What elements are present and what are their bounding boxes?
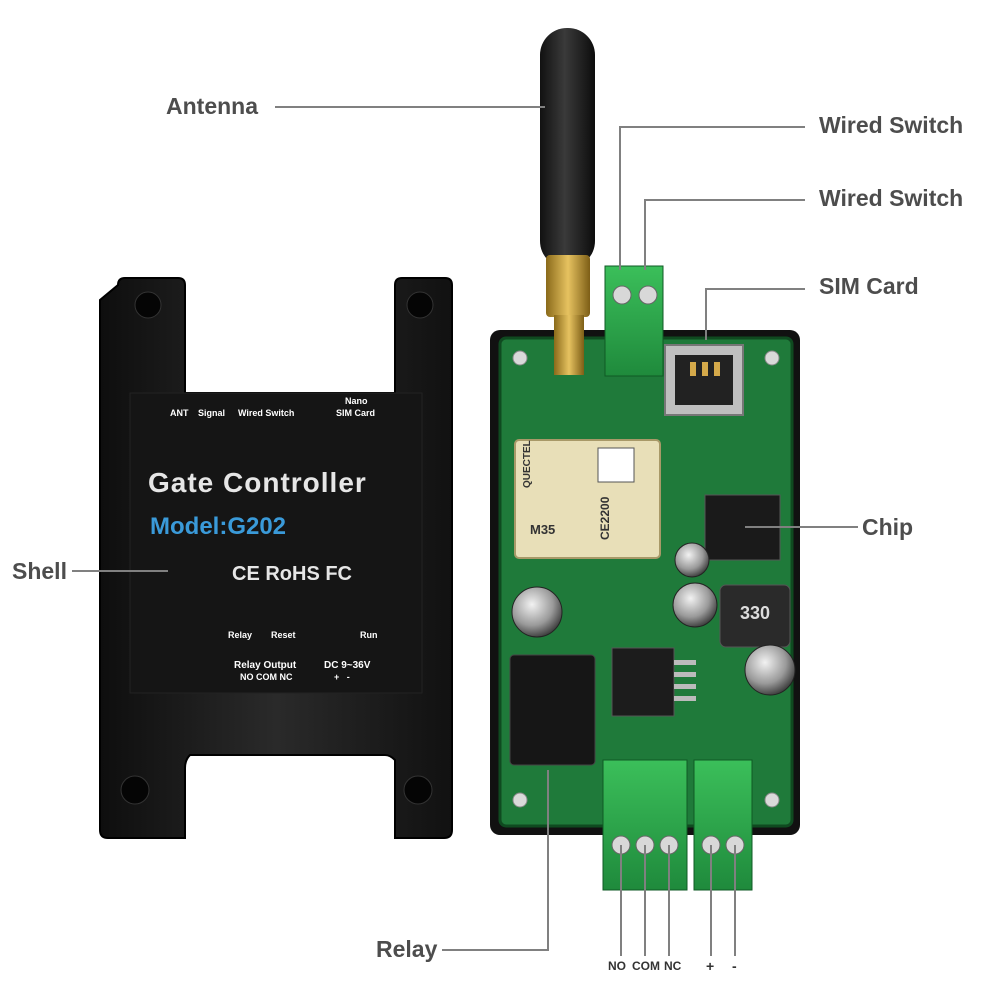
module-model: M35 bbox=[530, 522, 556, 537]
shell-sim-card-label: SIM Card bbox=[336, 408, 376, 418]
capacitors bbox=[511, 542, 796, 696]
relay-component bbox=[509, 654, 596, 766]
callout-antenna: Antenna bbox=[166, 93, 258, 119]
shell-run-label: Run bbox=[360, 630, 378, 640]
shell-plus-minus-label: + - bbox=[334, 672, 350, 682]
voltage-regulator bbox=[611, 647, 696, 717]
shell-nano-label: Nano bbox=[345, 396, 368, 406]
shell-title: Gate Controller bbox=[148, 467, 367, 498]
shell-model: Model:G202 bbox=[150, 513, 287, 540]
shell-reset-label: Reset bbox=[271, 630, 296, 640]
power-terminal bbox=[693, 759, 753, 891]
shell-ant-label: ANT bbox=[170, 408, 189, 418]
wired-switch-terminal bbox=[604, 265, 664, 377]
shell-dc-label: DC 9~36V bbox=[324, 660, 371, 671]
gsm-module bbox=[514, 439, 661, 559]
shell-wired-switch-label: Wired Switch bbox=[238, 408, 295, 418]
callout-chip: Chip bbox=[862, 514, 914, 540]
terminal-label-nc: NC bbox=[664, 959, 682, 973]
shell-relay-output-label: Relay Output bbox=[234, 660, 297, 671]
module-brand: QUECTEL bbox=[522, 440, 533, 488]
shell-certifications: CE RoHS FC bbox=[232, 563, 352, 585]
shell-signal-label: Signal bbox=[198, 408, 226, 418]
callout-wired-switch-2: Wired Switch bbox=[819, 185, 964, 211]
callout-shell: Shell bbox=[12, 558, 67, 584]
terminal-label-plus: + bbox=[706, 958, 715, 974]
shell-no-com-nc-label: NO COM NC bbox=[240, 672, 293, 682]
shell-enclosure bbox=[99, 277, 453, 839]
terminal-label-com: COM bbox=[632, 959, 660, 973]
inductor-marking: 330 bbox=[740, 603, 771, 623]
module-cert: CE2200 bbox=[598, 496, 612, 540]
callout-relay: Relay bbox=[376, 936, 438, 962]
shell-relay-led-label: Relay bbox=[228, 630, 253, 640]
antenna-hardware bbox=[540, 28, 595, 375]
terminal-label-minus: - bbox=[732, 958, 737, 974]
terminal-label-no: NO bbox=[608, 959, 626, 973]
leader-lines bbox=[72, 106, 858, 956]
sim-card-holder bbox=[664, 344, 744, 416]
inductor bbox=[719, 584, 791, 648]
callout-sim-card: SIM Card bbox=[819, 273, 919, 299]
callout-wired-switch-1: Wired Switch bbox=[819, 112, 964, 138]
